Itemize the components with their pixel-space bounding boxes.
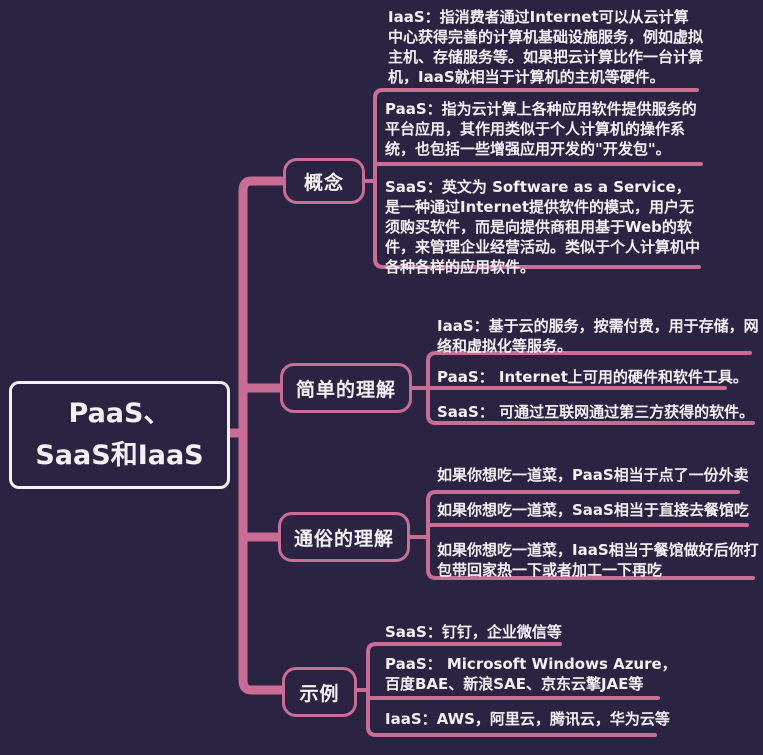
leaf-node-saas-simple[interactable]: SaaS： 可通过互联网通过第三方获得的软件。 <box>437 403 755 421</box>
leaf-node-saas-colloquial[interactable]: 如果你想吃一道菜，SaaS相当于直接去餐馆吃 <box>437 501 749 519</box>
leaf-node-paas-concept[interactable]: PaaS：指为云计算上各种应用软件提供服务的平台应用，其作用类似于个人计算机的操… <box>385 100 697 158</box>
leaf-node-iaas-colloquial[interactable]: 如果你想吃一道菜，IaaS相当于餐馆做好后你打包带回家热一下或者加工一下再吃 <box>437 541 759 579</box>
leaf-node-paas-simple[interactable]: PaaS： Internet上可用的硬件和软件工具。 <box>437 368 748 386</box>
leaf-node-saas-examples[interactable]: SaaS：钉钉，企业微信等 <box>385 623 562 641</box>
leaf-node-iaas-examples[interactable]: IaaS：AWS，阿里云，腾讯云，华为云等 <box>385 710 670 728</box>
connector-concept-bracket <box>373 88 701 269</box>
branch-node-colloquial-understanding[interactable]: 通俗的理解 <box>278 512 410 562</box>
connector-trunk <box>238 176 287 695</box>
leaf-node-paas-colloquial[interactable]: 如果你想吃一道菜，PaaS相当于点了一份外卖 <box>437 466 749 484</box>
root-node[interactable]: PaaS、 SaaS和IaaS <box>9 381 230 489</box>
leaf-node-iaas-simple[interactable]: IaaS：基于云的服务，按需付费，用于存储，网络和虚拟化等服务。 <box>437 317 759 355</box>
connector-colloquial-bracket <box>426 490 755 580</box>
branch-node-concept[interactable]: 概念 <box>283 158 365 204</box>
leaf-node-saas-concept[interactable]: SaaS：英文为 Software as a Service，是一种通过Inte… <box>385 178 701 276</box>
leaf-node-iaas-concept[interactable]: IaaS：指消费者通过Internet可以从云计算中心获得完善的计算机基础设施服… <box>388 8 704 86</box>
branch-node-examples[interactable]: 示例 <box>282 667 357 717</box>
leaf-node-paas-examples[interactable]: PaaS： Microsoft Windows Azure，百度BAE、新浪SA… <box>385 655 677 693</box>
branch-node-simple-understanding[interactable]: 简单的理解 <box>280 363 412 413</box>
connector-examples-bracket <box>366 642 657 737</box>
